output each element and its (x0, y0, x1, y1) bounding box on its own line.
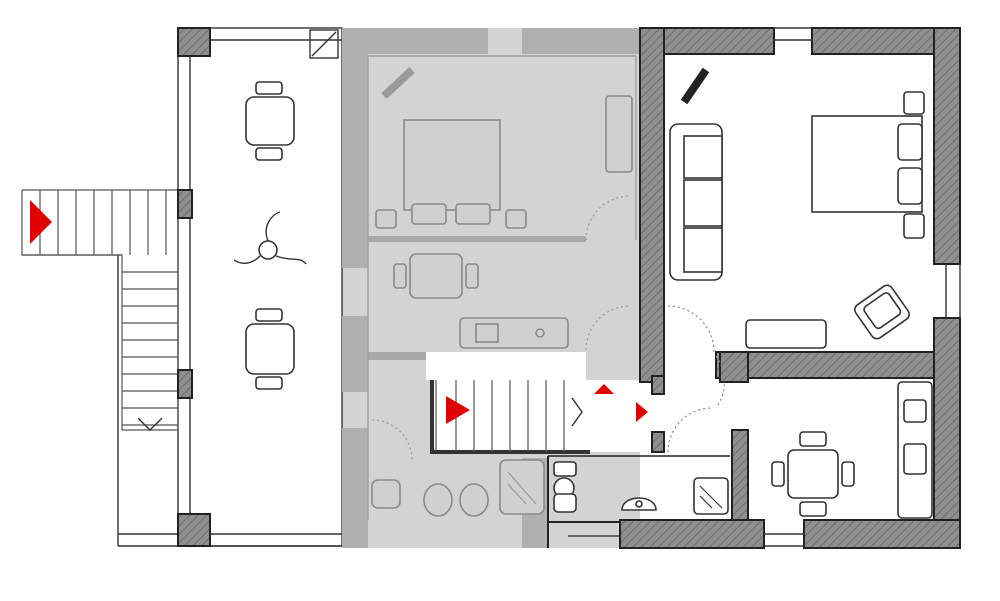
toilet-icon (371, 479, 489, 517)
terrace (117, 27, 343, 547)
double-bed-icon (811, 91, 925, 239)
dining-set-icon (245, 308, 295, 390)
shaft-icon (309, 29, 339, 59)
washbasin-icon (621, 497, 657, 511)
direction-arrow-icon (594, 384, 614, 394)
kitchen-counter-icon (897, 381, 933, 519)
double-bed-icon (375, 119, 527, 229)
direction-arrow-icon (446, 396, 470, 424)
tv-cabinet-icon (745, 319, 827, 349)
sofa-icon (669, 123, 723, 281)
toilet-icon (553, 461, 577, 513)
shaded-zone (342, 28, 640, 548)
dining-set-icon (771, 431, 855, 517)
armchair-icon (854, 284, 910, 340)
interior-stairs (426, 352, 672, 454)
direction-arrow-icon (30, 200, 52, 244)
light-fixture-icon (680, 67, 710, 105)
light-fixture-icon (381, 67, 415, 99)
dining-set-icon (393, 253, 479, 299)
wardrobe-icon (605, 95, 633, 173)
exterior-stairs (21, 189, 179, 431)
ceiling-fan-icon (233, 211, 307, 265)
kitchen-counter-icon (459, 317, 569, 349)
shower-icon (499, 459, 545, 515)
direction-arrow-icon (636, 402, 648, 422)
dining-set-icon (245, 81, 295, 161)
terrace-columns (177, 27, 211, 547)
structural-walls (547, 27, 961, 549)
shower-icon (693, 477, 729, 515)
stair-down-arrow-icon (137, 417, 163, 431)
